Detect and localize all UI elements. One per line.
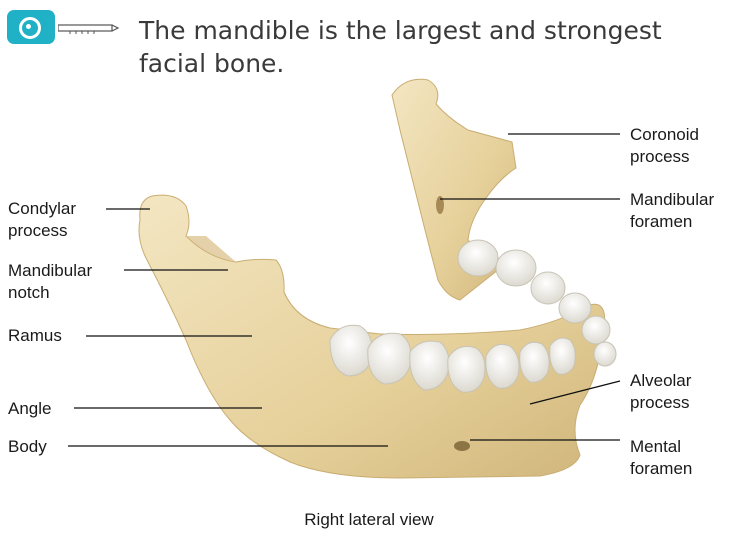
label-mandibular-foramen: Mandibular foramen [630,189,714,233]
label-angle: Angle [8,398,51,420]
label-ramus: Ramus [8,325,62,347]
label-mandibular-notch: Mandibular notch [8,260,92,304]
label-alveolar-process: Alveolar process [630,370,691,414]
figure-caption: Right lateral view [0,510,738,530]
label-coronoid-process: Coronoid process [630,124,699,168]
label-condylar-process: Condylar process [8,198,76,242]
label-mental-foramen: Mental foramen [630,436,692,480]
mental-foramen-hole [454,441,470,451]
label-body: Body [8,436,47,458]
